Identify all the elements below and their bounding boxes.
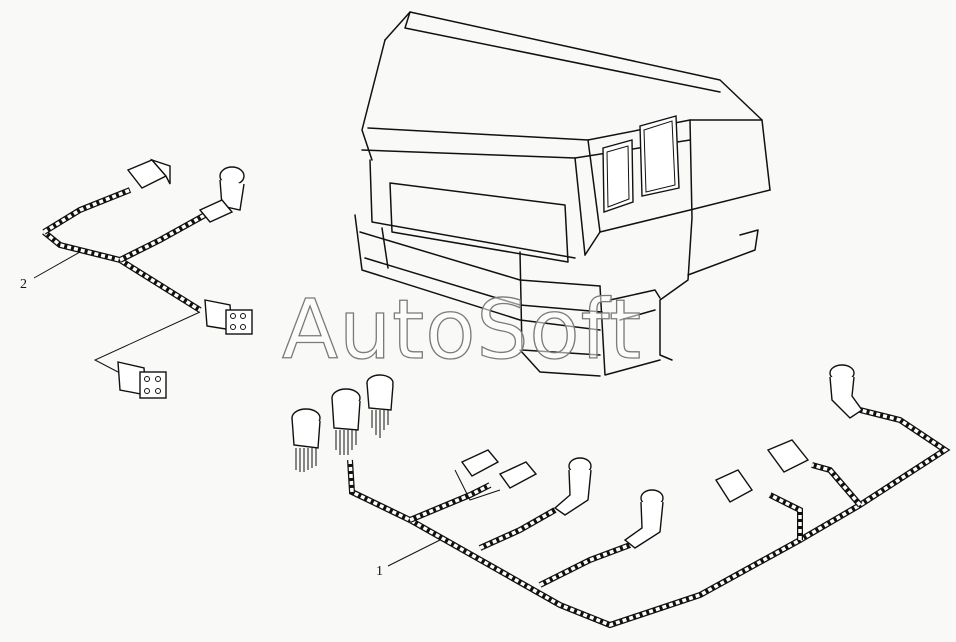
callout-label-1: 1	[376, 564, 383, 579]
truck-cab-drawing	[354, 11, 771, 377]
callout-label-2: 2	[20, 277, 27, 292]
watermark-text: AutoSoft	[282, 283, 642, 378]
harness-2-drawing	[33, 158, 253, 399]
harness-1-drawing	[291, 364, 951, 629]
